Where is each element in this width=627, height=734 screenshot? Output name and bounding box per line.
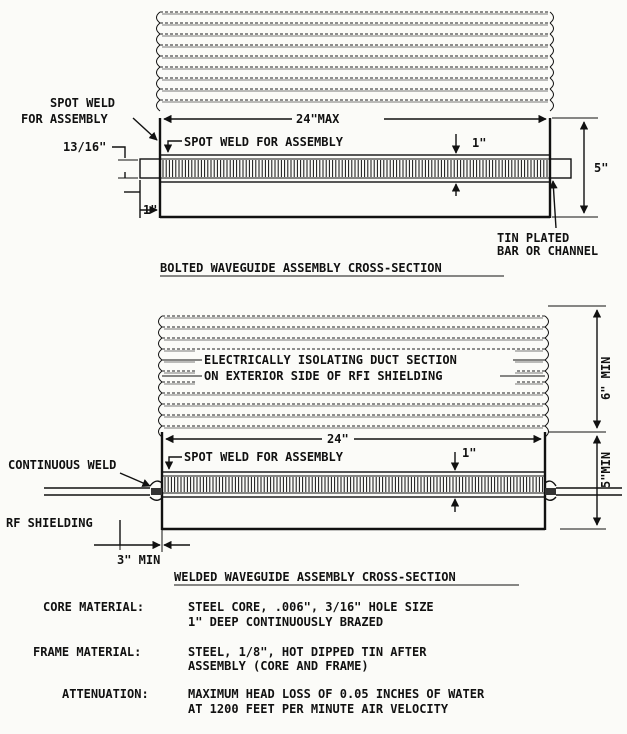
rf-shielding-plates <box>44 487 622 496</box>
bolted-height-dim: 5" <box>594 161 608 175</box>
spec-core-line2: 1" DEEP CONTINUOUSLY BRAZED <box>188 615 383 629</box>
spec-core-line1: STEEL CORE, .006", 3/16" HOLE SIZE <box>188 600 434 614</box>
bolted-spot-weld-line2: FOR ASSEMBLY <box>21 112 108 126</box>
bolted-title: BOLTED WAVEGUIDE ASSEMBLY CROSS-SECTION <box>160 261 442 275</box>
spec-frame-label: FRAME MATERIAL: <box>33 645 141 659</box>
welded-title: WELDED WAVEGUIDE ASSEMBLY CROSS-SECTION <box>174 570 456 584</box>
bolted-width-dim: 24"MAX <box>296 112 340 126</box>
bolted-assembly: SPOT WELD FOR ASSEMBLY 24"MAX SPOT WELD … <box>21 11 608 277</box>
spec-frame-line1: STEEL, 1/8", HOT DIPPED TIN AFTER <box>188 645 427 659</box>
bolted-offset-dim: 1" <box>143 203 157 217</box>
bolted-tin-plated-line2: BAR OR CHANNEL <box>497 244 598 258</box>
welded-assembly: ELECTRICALLY ISOLATING DUCT SECTION ON E… <box>6 305 622 586</box>
rf-shielding-label: RF SHIELDING <box>6 516 93 530</box>
bolted-flange-left <box>139 158 161 179</box>
bolted-spot-weld-assembly: SPOT WELD FOR ASSEMBLY <box>184 135 344 149</box>
bolted-flange-dim: 13/16" <box>63 140 106 154</box>
duct-length-dim: 6" MIN <box>599 357 613 400</box>
bolted-duct-bellows <box>156 11 554 112</box>
rf-min-distance-dim: 3" MIN <box>117 553 160 567</box>
spec-frame-line2: ASSEMBLY (CORE AND FRAME) <box>188 659 369 673</box>
continuous-weld-label: CONTINUOUS WELD <box>8 458 116 472</box>
welded-height-dim: 5"MIN <box>599 452 613 488</box>
bolted-core-depth-dim: 1" <box>472 136 486 150</box>
welded-duct-note-line2: ON EXTERIOR SIDE OF RFI SHIELDING <box>204 369 442 383</box>
bolted-tin-plated-line1: TIN PLATED <box>497 231 569 245</box>
welded-core <box>161 471 546 498</box>
welded-core-depth-dim: 1" <box>462 446 476 460</box>
spec-core-label: CORE MATERIAL: <box>43 600 144 614</box>
welded-spot-weld-assembly: SPOT WELD FOR ASSEMBLY <box>184 450 344 464</box>
spec-attenuation-label: ATTENUATION: <box>62 687 149 701</box>
bolted-core <box>159 154 551 183</box>
specifications: CORE MATERIAL: STEEL CORE, .006", 3/16" … <box>33 600 485 716</box>
spec-attenuation-line2: AT 1200 FEET PER MINUTE AIR VELOCITY <box>188 702 449 716</box>
bolted-flange-right <box>549 158 572 179</box>
welded-width-dim: 24" <box>327 432 349 446</box>
spec-attenuation-line1: MAXIMUM HEAD LOSS OF 0.05 INCHES OF WATE… <box>188 687 485 701</box>
weld-beads <box>149 480 557 501</box>
welded-duct-note-line1: ELECTRICALLY ISOLATING DUCT SECTION <box>204 353 457 367</box>
bolted-spot-weld-line1: SPOT WELD <box>50 96 115 110</box>
